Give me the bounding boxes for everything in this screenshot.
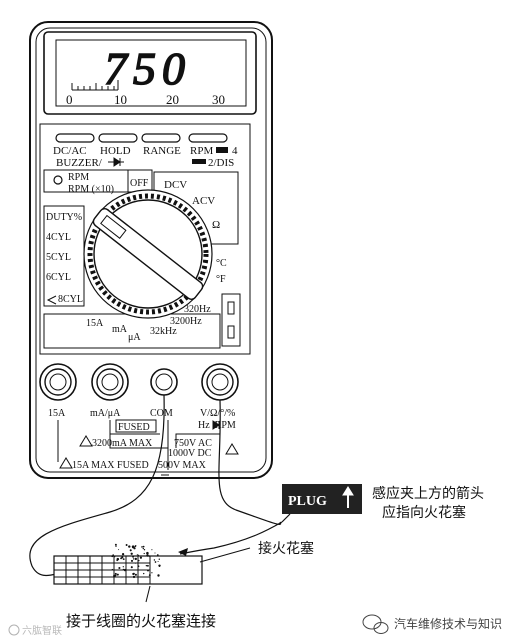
dial-3200hz-label: 3200Hz — [170, 316, 202, 327]
dial-8cyl-label: 8CYL — [58, 294, 83, 305]
scale-label-30: 30 — [212, 92, 225, 107]
v-dc-label: 1000V DC — [168, 448, 212, 459]
dial-4cyl-label: 4CYL — [46, 232, 71, 243]
rpm-dis-label: 2/DIS — [208, 157, 234, 169]
dial-rpm-mult-label: RPM (×10) — [68, 184, 114, 195]
dial-ma-label: mA — [112, 324, 128, 335]
watermark-right: 汽车维修技术与知识 — [362, 614, 502, 634]
warning-triangle-1 — [79, 435, 93, 447]
meter-body-inner — [35, 27, 267, 473]
lcd-display: 750 0 10 20 30 — [43, 31, 257, 115]
dial-deg-c-label: °C — [216, 258, 227, 269]
hz-rpm-diode-icon — [212, 420, 220, 430]
dial-lock-slot — [221, 293, 241, 347]
bargraph-scale — [71, 80, 119, 91]
warning-triangle-3 — [59, 457, 73, 469]
jack-com[interactable] — [150, 368, 178, 396]
fused-box — [115, 419, 157, 433]
dial-ua-label: μA — [128, 332, 141, 343]
dial-dcv-label: DCV — [164, 179, 187, 191]
coil-callout: 接于线圈的火花塞连接 — [66, 612, 216, 630]
ground-icon — [158, 471, 172, 479]
plug-arrow-icon — [342, 486, 354, 508]
dial-15a-label: 15A — [86, 318, 104, 329]
function-buttons: DC/AC HOLD RANGE RPM 4 BUZZER/ 2/DIS — [53, 133, 238, 169]
rpm-indicator-dot — [53, 175, 63, 185]
dc-ac-button[interactable] — [55, 133, 95, 143]
jack-15a[interactable] — [39, 363, 77, 401]
spark-plug-callout: 接火花塞 — [258, 540, 314, 557]
dial-lock-pin-top — [227, 301, 235, 315]
plug-note-line2: 应指向火花塞 — [382, 504, 466, 521]
ma-max-label: 3200mA MAX — [92, 438, 153, 449]
jack-ma-ua[interactable] — [91, 363, 129, 401]
scale-label-0: 0 — [66, 92, 73, 107]
dc-ac-label: DC/AC — [53, 145, 87, 157]
plug-clamp: PLUG — [282, 484, 362, 514]
hold-label: HOLD — [100, 145, 131, 157]
a-max-label: 15A MAX FUSED — [72, 460, 149, 471]
range-label: RANGE — [143, 145, 181, 157]
knob-pointer — [92, 208, 204, 300]
dial-rpm-label: RPM — [68, 172, 89, 183]
dial-32khz-label: 32kHz — [150, 326, 177, 337]
dial-duty-label: DUTY% — [46, 212, 82, 223]
rpm-four-label: 4 — [232, 145, 238, 157]
watermark-right-text: 汽车维修技术与知识 — [394, 616, 502, 631]
svg-text:六肱智联: 六肱智联 — [22, 624, 62, 637]
rpm-stroke-icon — [216, 147, 228, 153]
dial-6cyl-label: 6CYL — [46, 272, 71, 283]
plug-wire — [179, 521, 283, 555]
test-lead-v — [218, 399, 282, 525]
dial-ohm-label: Ω — [212, 219, 220, 231]
dis-stroke-icon — [192, 159, 206, 164]
dial-320hz-label: 320Hz — [184, 304, 211, 315]
dial-8cyl-arrow — [46, 295, 57, 305]
watermark-left: 六肱智联 — [8, 624, 62, 637]
jack-15a-label: 15A — [48, 408, 66, 419]
hold-button[interactable] — [98, 133, 138, 143]
coil-speckle — [111, 543, 161, 579]
jack-v-ohm-label: V/Ω/°/% — [200, 408, 235, 419]
input-jacks — [39, 363, 239, 401]
jack-bracket-lines — [57, 420, 221, 470]
display-reading: 750 — [104, 43, 191, 94]
plug-lead — [281, 513, 291, 523]
jack-ma-ua-label: mA/μA — [90, 408, 121, 419]
test-lead-com — [29, 394, 165, 577]
control-panel — [39, 123, 251, 355]
rpm-label: RPM — [190, 145, 213, 157]
rotary-knob[interactable] — [83, 189, 213, 319]
dial-5cyl-label: 5CYL — [46, 252, 71, 263]
fused-label: FUSED — [118, 422, 150, 433]
dial-off-label: OFF — [130, 178, 149, 189]
v-max-label: 500V MAX — [158, 460, 207, 471]
dial-deg-f-label: °F — [216, 274, 226, 285]
v-ac-label: 750V AC — [174, 438, 212, 449]
diode-icon — [108, 157, 124, 167]
coil-connector — [53, 543, 203, 585]
plug-label: PLUG — [288, 494, 327, 509]
jack-v-ohm[interactable] — [201, 363, 239, 401]
scale-label-20: 20 — [166, 92, 179, 107]
plug-note-line1: 感应夹上方的箭头 — [372, 485, 484, 502]
plug-wire-arrow — [178, 548, 188, 556]
warning-triangle-2 — [225, 443, 239, 455]
spark-callout-line — [199, 547, 251, 563]
scale-label-10: 10 — [114, 92, 127, 107]
wechat-icon — [362, 614, 389, 634]
buzzer-label: BUZZER/ — [56, 157, 103, 169]
dial-lock-pin-bottom — [227, 325, 235, 339]
rpm-button[interactable] — [188, 133, 228, 143]
coil-callout-line — [145, 585, 151, 603]
jack-com-label: COM — [150, 408, 173, 419]
dial-acv-label: ACV — [192, 195, 215, 207]
range-button[interactable] — [141, 133, 181, 143]
